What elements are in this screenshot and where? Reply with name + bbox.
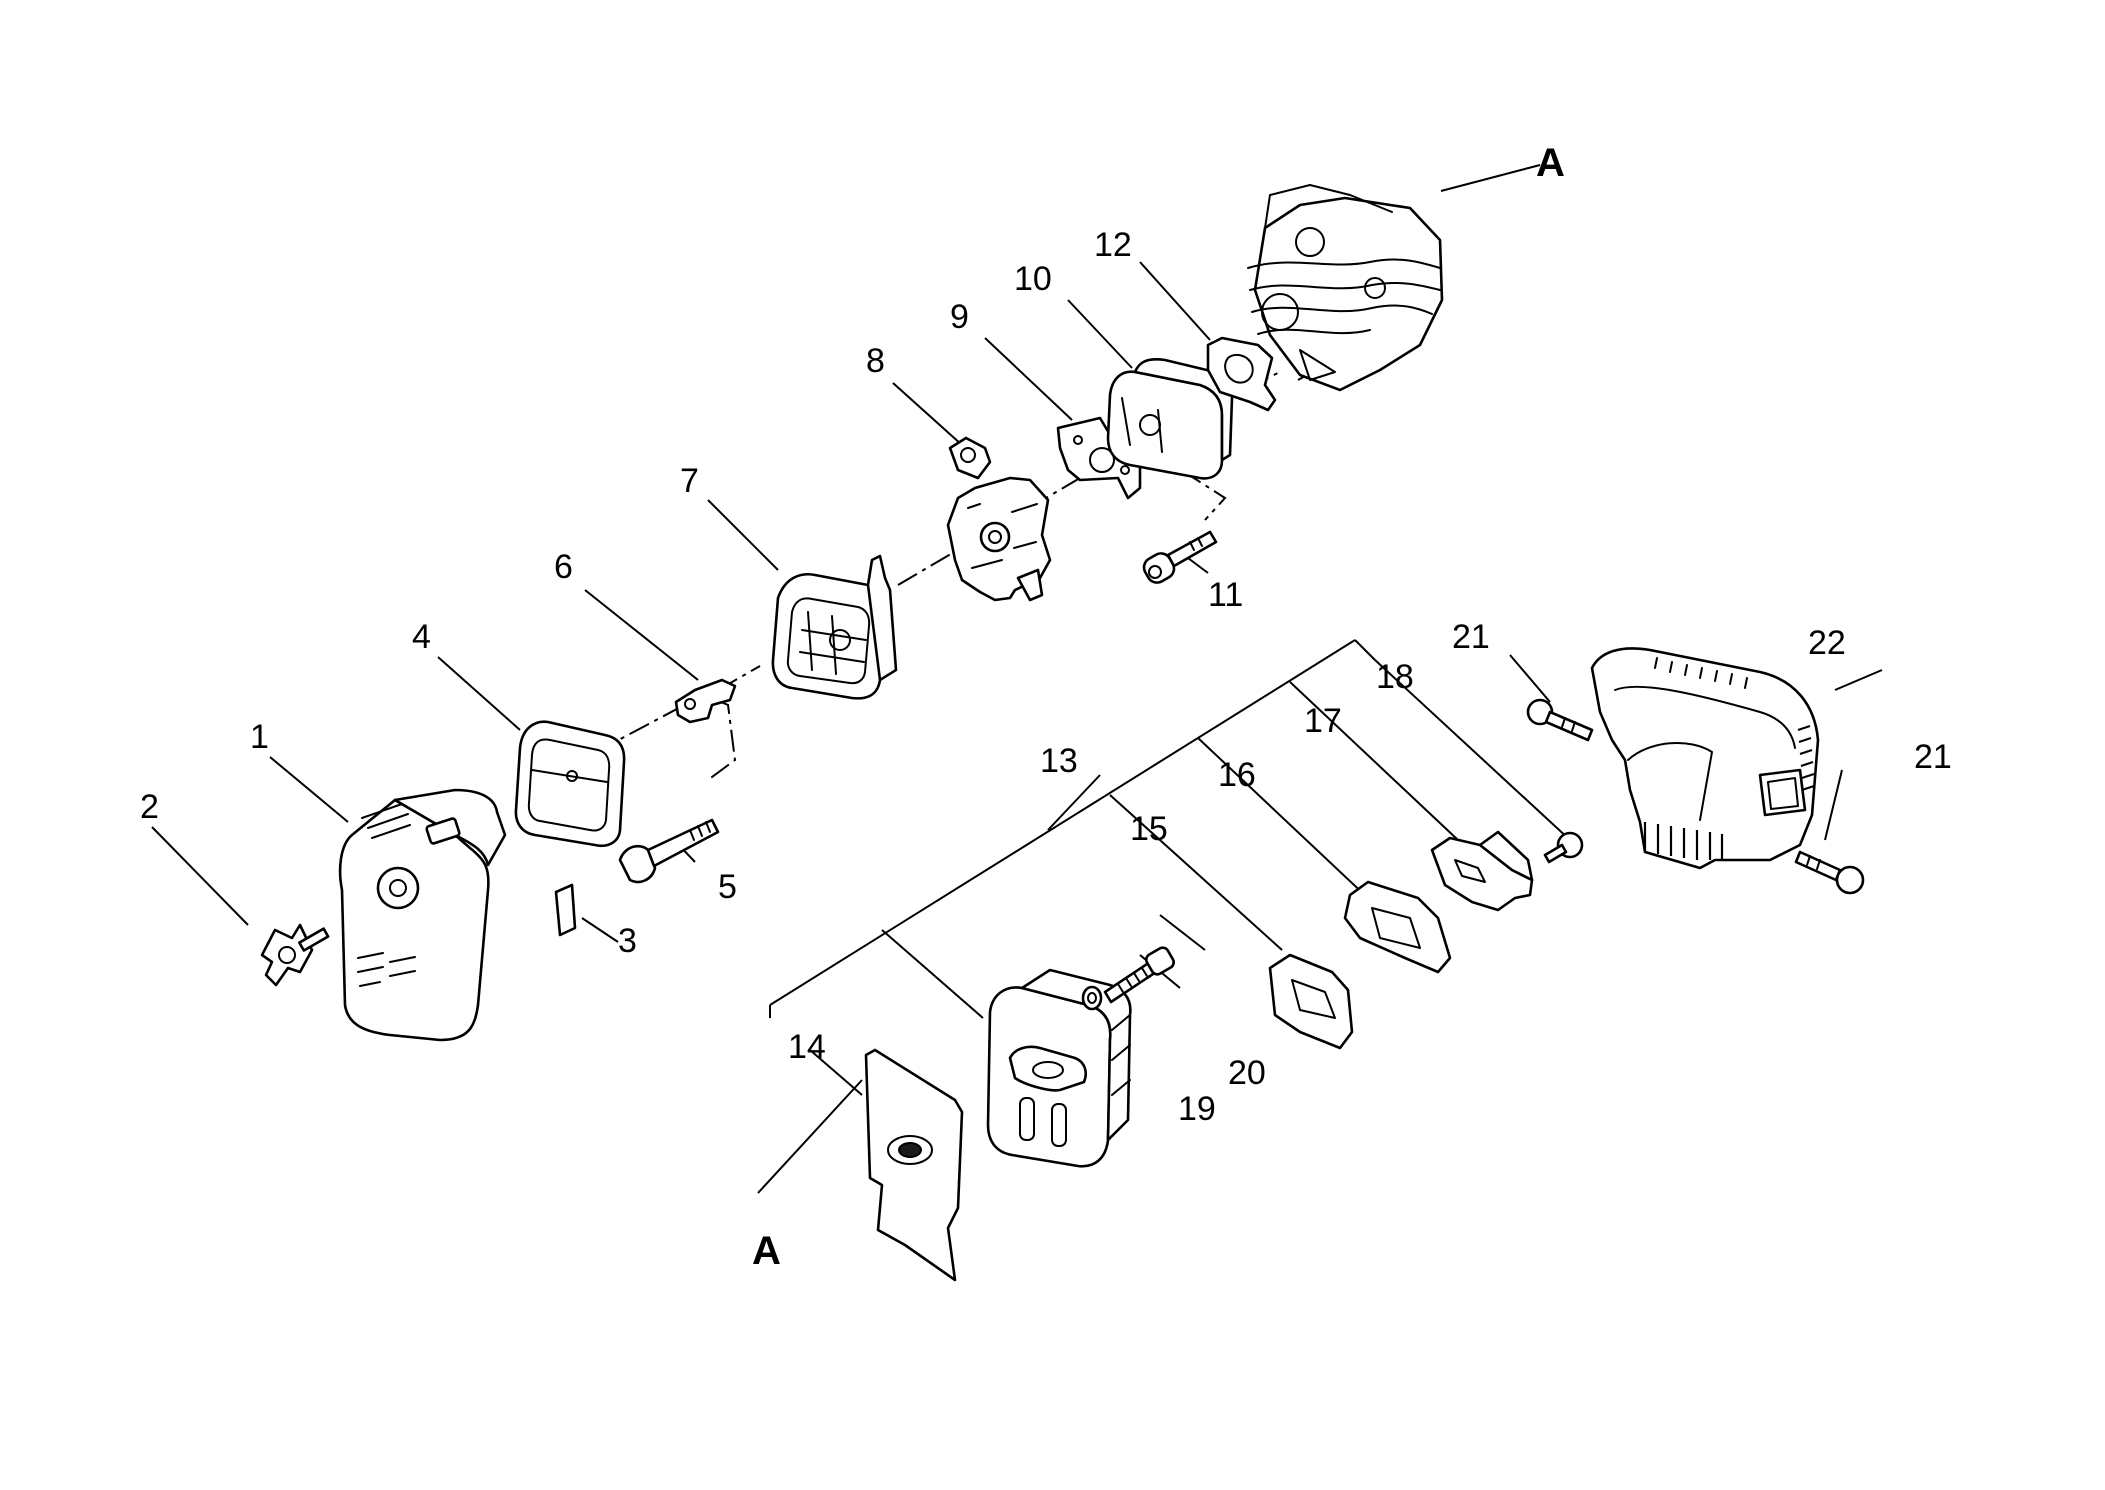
callout-3: 3 [618,922,637,960]
callout-16: 16 [1218,756,1256,794]
reference-mark-a-bottom: A [752,1229,781,1273]
callout-20: 20 [1228,1054,1266,1092]
callout-13: 13 [1040,742,1078,780]
callout-labels: 1 2 3 4 5 6 7 8 9 10 11 12 13 14 15 16 1… [140,226,1952,1128]
leader-lines [151,164,1883,1194]
part-5-bolt [618,818,720,884]
callout-22: 22 [1808,624,1846,662]
callout-17: 17 [1304,702,1342,740]
part-11-screw [1142,530,1218,584]
part-19-washer [1081,985,1103,1011]
callout-9: 9 [950,298,969,336]
callout-15: 15 [1130,810,1168,848]
part-6-bracket [674,678,737,724]
part-7-air-cleaner-base [771,554,898,700]
part-22-shroud [1590,647,1820,870]
callout-7: 7 [680,462,699,500]
part-16-gasket [1343,880,1452,974]
callout-2: 2 [140,788,159,826]
part-14-plate [864,1048,964,1282]
part-12-gasket [1206,336,1277,412]
callout-12: 12 [1094,226,1132,264]
part-2-knob [260,923,330,987]
callout-5: 5 [718,868,737,906]
callout-21-upper: 21 [1452,618,1490,656]
part-21-bolt-lower [1794,850,1865,895]
reference-mark-a-top: A [1536,141,1565,185]
callout-19: 19 [1178,1090,1216,1128]
callout-4: 4 [412,618,431,656]
callout-8: 8 [866,342,885,380]
callout-18: 18 [1376,658,1414,696]
part-13-muffler [986,968,1132,1168]
callout-6: 6 [554,548,573,586]
part-15-gasket [1268,953,1354,1050]
part-18-screw [1543,831,1584,864]
callout-21-lower: 21 [1914,738,1952,776]
callout-14: 14 [788,1028,826,1066]
part-17-deflector [1430,830,1534,912]
part-4-air-filter [514,720,626,848]
part-3-label [554,883,577,937]
part-20-bolt [1103,946,1175,1004]
part-21-bolt-upper [1526,698,1594,742]
part-8-carburetor [946,436,1052,602]
callout-1: 1 [250,718,269,756]
callout-11: 11 [1208,576,1243,614]
cylinder-assembly [1247,184,1444,392]
part-1-air-cleaner-cover [338,788,507,1042]
reference-marks: A A [752,141,1565,1273]
callout-10: 10 [1014,260,1052,298]
